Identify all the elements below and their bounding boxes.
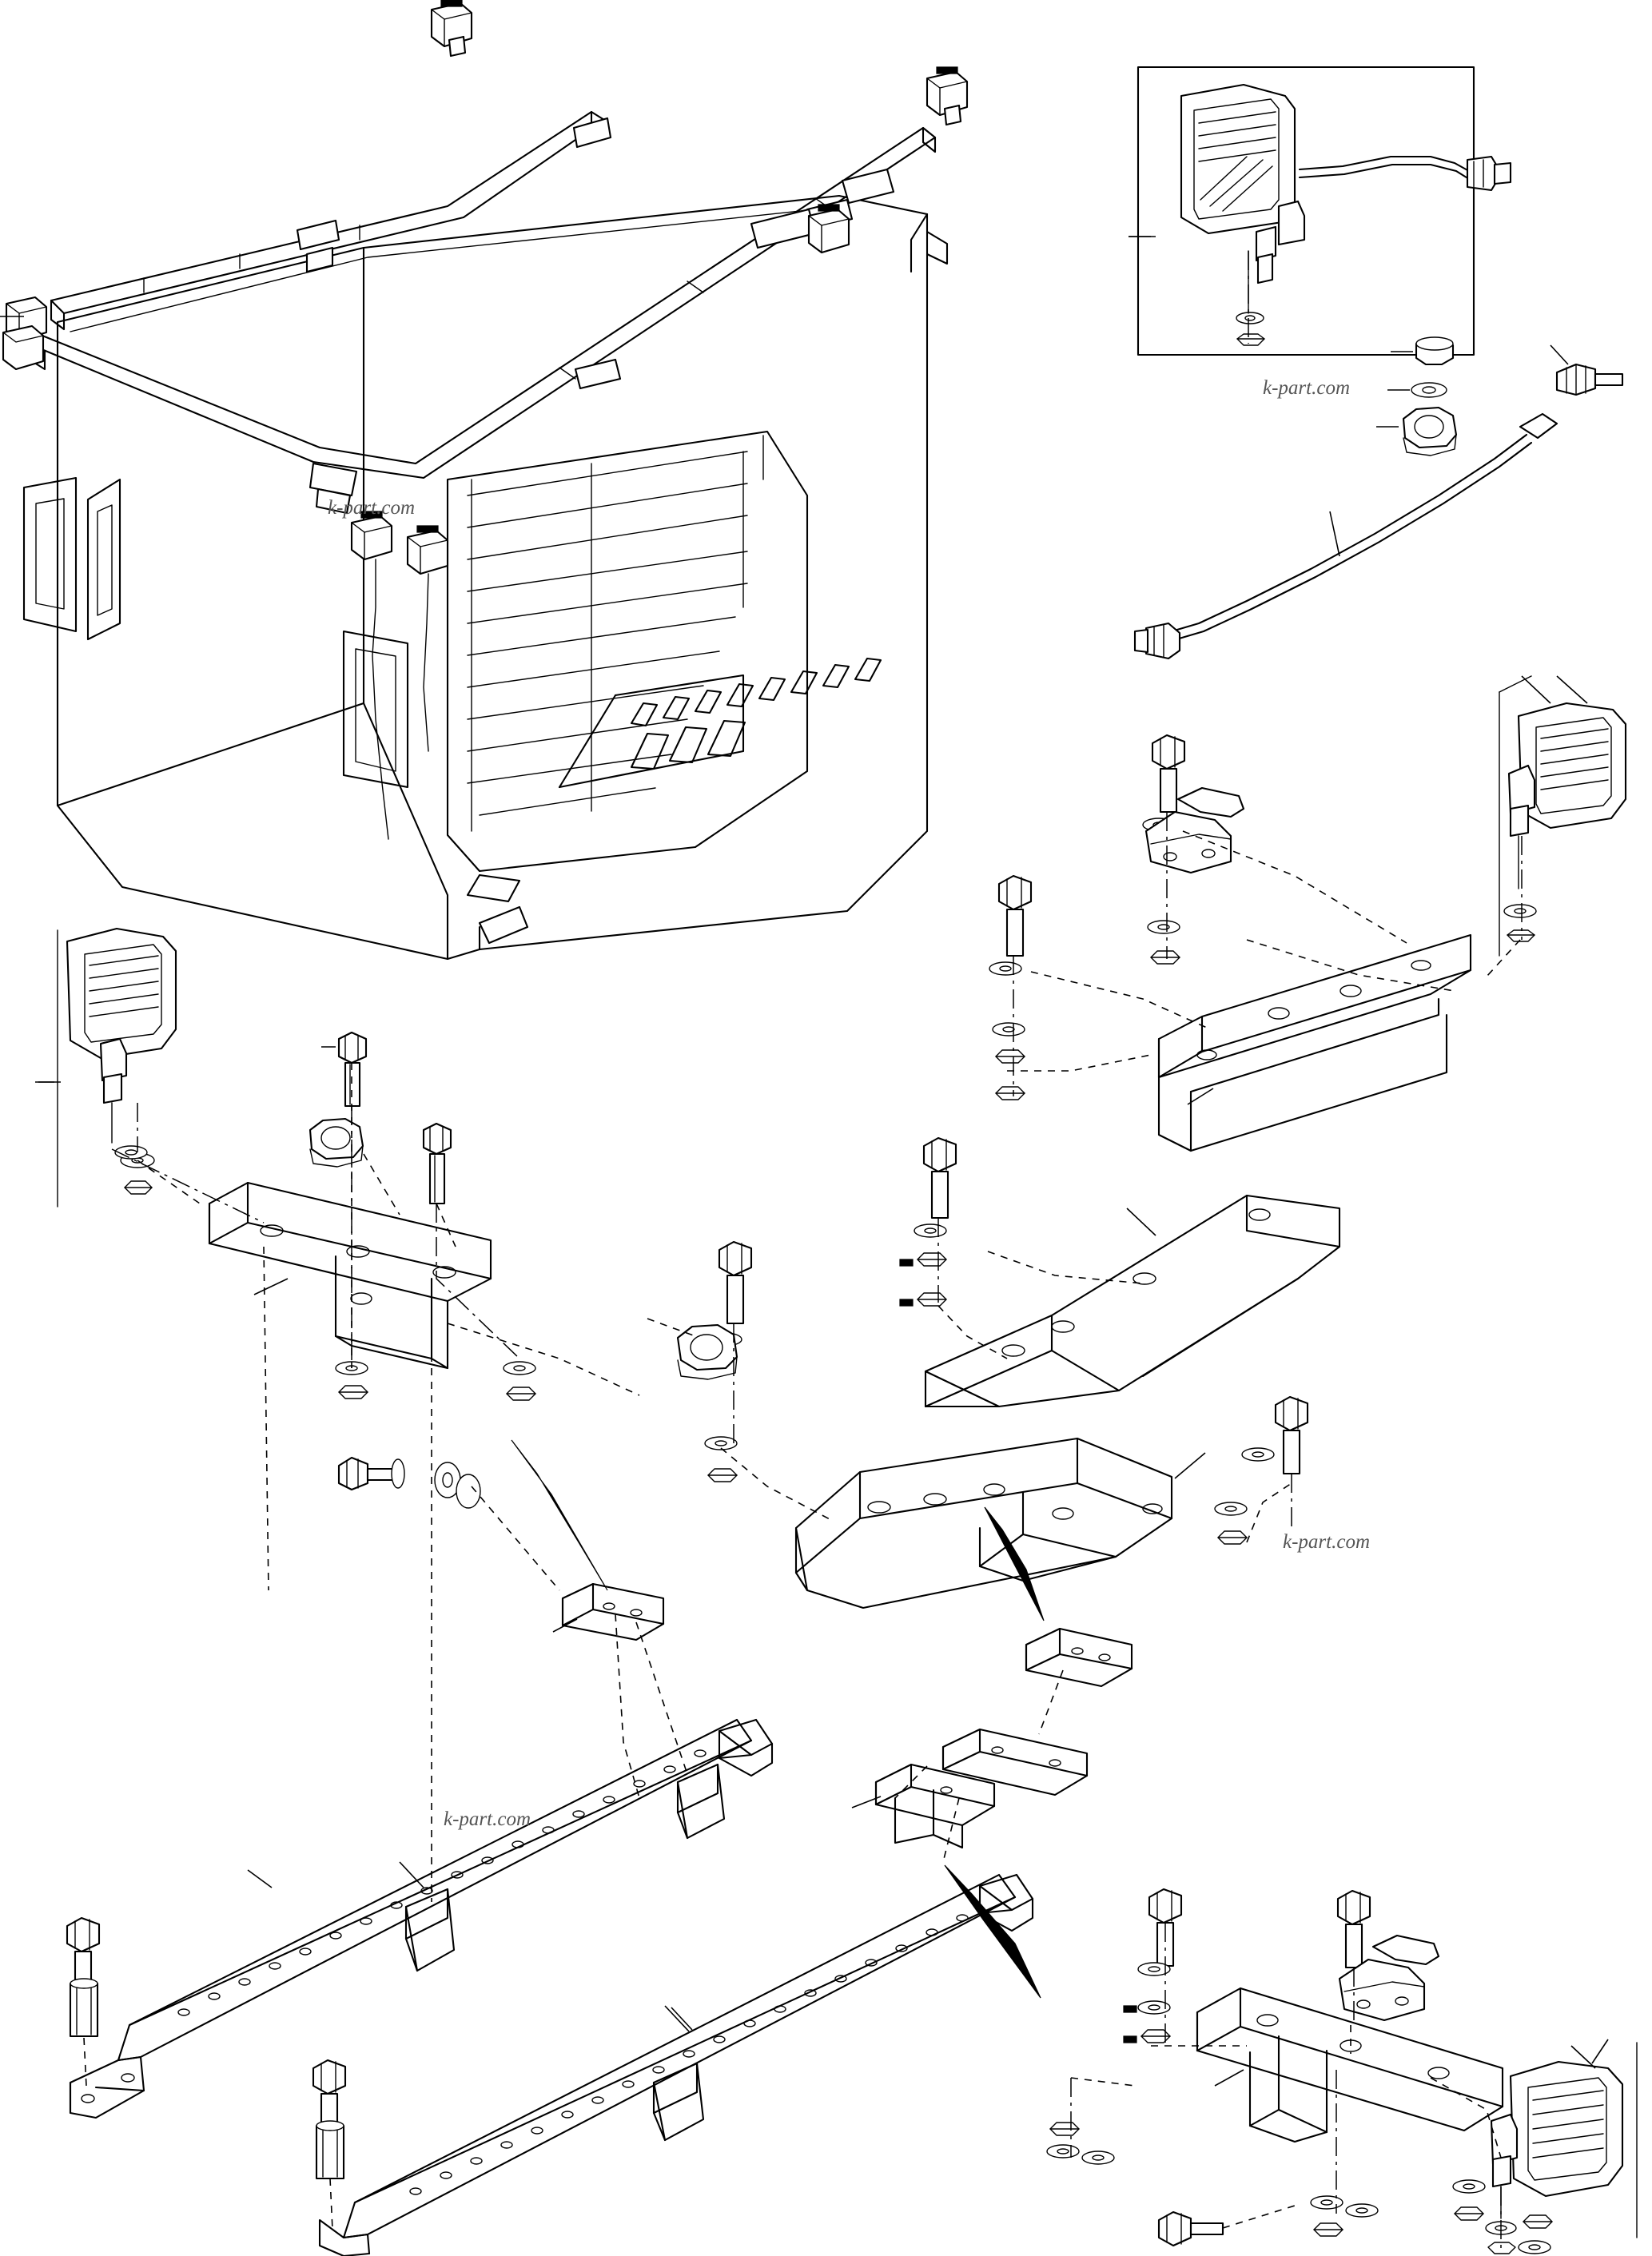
washer-nut-bottom-2: [1310, 2179, 1486, 2237]
bolt-stack-e: [899, 1136, 957, 1307]
assembly-centerlines: [83, 251, 1523, 2252]
bolt-stack-j: [1123, 1888, 1183, 2043]
p-clip-left: [309, 1117, 364, 1168]
washer-nut-bottom-3: [1518, 2214, 1553, 2254]
wiring-harness: [1133, 412, 1558, 660]
work-lamp-top-right: [1129, 66, 1512, 356]
watermark-2: k-part.com: [1263, 377, 1350, 399]
washer-nut-left-1: [114, 1145, 148, 1160]
bracket-clip-lower: [1338, 1934, 1440, 2022]
cab-assembly: [22, 194, 949, 961]
washer-nut-center-upper: [1147, 920, 1180, 965]
p-clip-center: [676, 1323, 738, 1380]
washer-nut-bottom-1: [1046, 2122, 1115, 2165]
bolt-stack-a2: [422, 1122, 452, 1205]
bolt-stack-l: [1157, 2210, 1224, 2247]
bolt-stack-a: [321, 1031, 368, 1108]
bolt-stack-i: [312, 2059, 347, 2180]
right-upper-channel: [1157, 933, 1472, 1152]
center-plate-assembly: [794, 1194, 1341, 1609]
bolt-stack-g: [1214, 1395, 1309, 1545]
washer-nut-left-3: [503, 1361, 536, 1401]
bolt-stack-b: [337, 1456, 481, 1509]
small-connecting-brackets: [552, 1582, 1133, 1849]
watermark-4: k-part.com: [444, 1808, 531, 1830]
lamp-connector-blocks: [2, 0, 969, 840]
bolt-stack-d: [989, 874, 1033, 1100]
cross-beam-left: [69, 1718, 774, 2119]
work-lamp-bottom-right: [1485, 2039, 1638, 2254]
bolt-stack-h: [66, 1916, 101, 2038]
connector-hardware-cluster: [1376, 336, 1624, 456]
work-lamp-left: [35, 927, 177, 1208]
bolt-stack-k: [1336, 1889, 1371, 1969]
leader-lines: [0, 236, 1596, 2069]
cross-beam-right: [318, 1873, 1034, 2256]
fastener-stacks: [66, 734, 1553, 2254]
watermark-1: k-part.com: [328, 497, 415, 519]
roof-rail-on-cab: [30, 110, 937, 515]
left-mounting-plate: [208, 1181, 492, 1370]
watermark-3: k-part.com: [1283, 1531, 1370, 1553]
work-lamp-right: [1499, 675, 1627, 957]
